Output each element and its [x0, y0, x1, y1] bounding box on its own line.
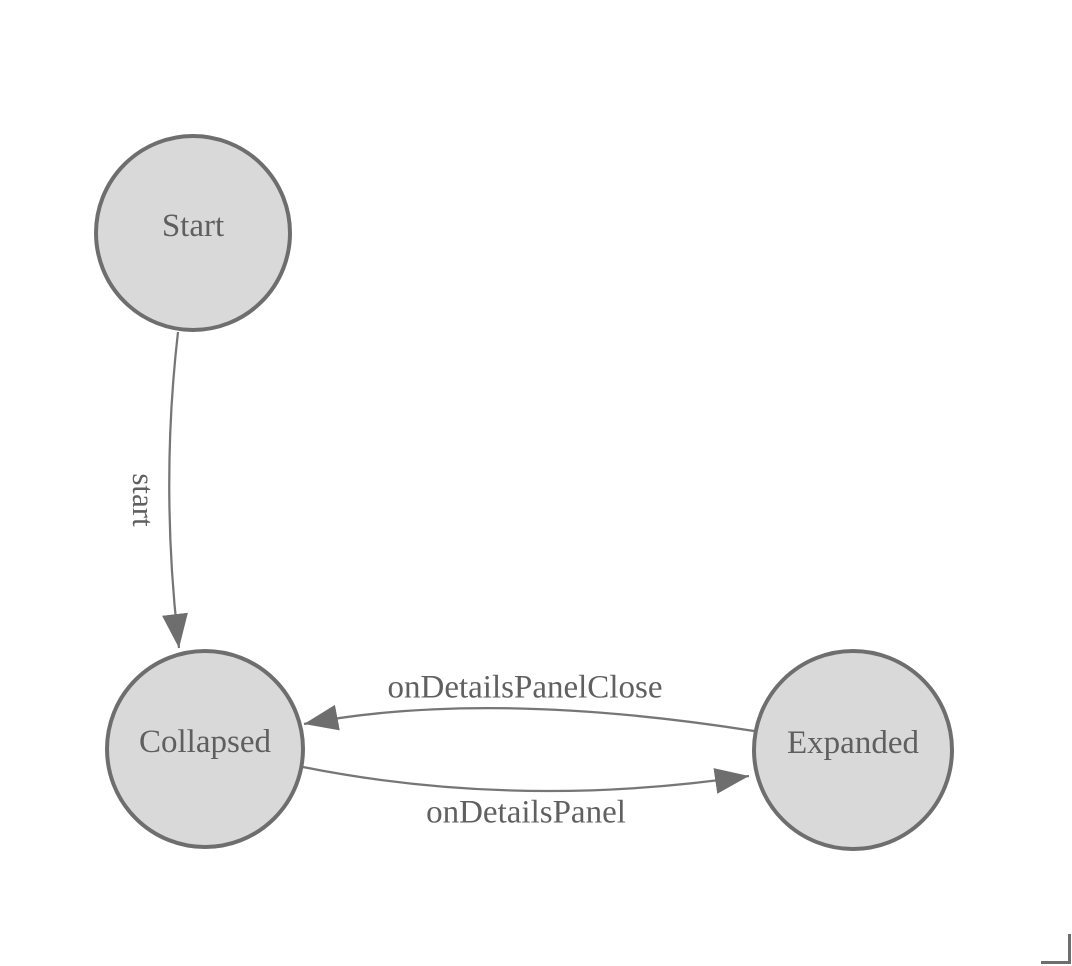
state-label-start: Start: [161, 207, 225, 244]
state-label-collapsed: Collapsed: [139, 723, 271, 760]
transition-label-start: start: [126, 473, 161, 527]
state-label-expanded: Expanded: [787, 724, 919, 761]
transition-label-ondetailspanel: onDetailsPanel: [426, 794, 626, 831]
state-node-start[interactable]: Start: [94, 134, 292, 332]
transition-edge-ondetailspanel[interactable]: [302, 765, 750, 794]
page-corner-mark: [1041, 934, 1071, 964]
transition-label-ondetailspanelclose: onDetailsPanelClose: [387, 669, 663, 706]
transition-edge-start[interactable]: [162, 331, 188, 649]
transition-edge-ondetailspanelclose[interactable]: [303, 704, 755, 733]
state-node-expanded[interactable]: Expanded: [752, 649, 954, 851]
state-node-collapsed[interactable]: Collapsed: [105, 649, 305, 849]
